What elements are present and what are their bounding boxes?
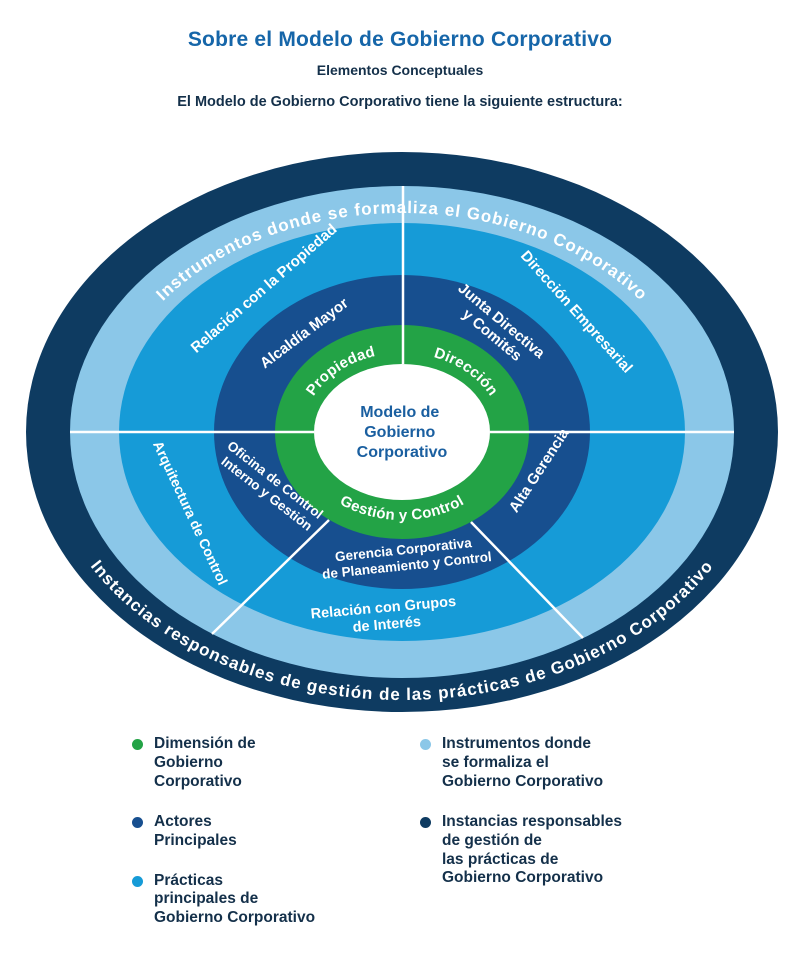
legend-label-actors: Actores Principales xyxy=(154,812,237,849)
center-model-label: Modelo de Gobierno Corporativo xyxy=(357,404,448,461)
legend-item-instruments: Instrumentos donde se formaliza el Gobie… xyxy=(420,735,622,792)
legend-item-practices: Prácticas principales de Gobierno Corpor… xyxy=(132,872,420,929)
legend-label-dimension: Dimensión de Gobierno Corporativo xyxy=(154,735,256,790)
legend-label-instances: Instancias responsables de gestión de la… xyxy=(442,812,623,887)
legend-label-instruments: Instrumentos donde se formaliza el Gobie… xyxy=(442,735,604,790)
rings-diagram-svg: Instrumentos donde se formaliza el Gobie… xyxy=(26,152,778,712)
divider-lower-right xyxy=(470,521,584,639)
intro-text: El Modelo de Gobierno Corporativo tiene … xyxy=(177,94,623,110)
legend: Dimensión de Gobierno Corporativo Actore… xyxy=(0,735,800,928)
page-header: Sobre el Modelo de Gobierno Corporativo … xyxy=(0,0,800,110)
bright-blue-dot-icon xyxy=(132,875,143,887)
dark-blue-dot-icon xyxy=(132,816,143,828)
legend-item-instances: Instancias responsables de gestión de la… xyxy=(420,813,622,889)
page-title: Sobre el Modelo de Gobierno Corporativo xyxy=(187,28,613,51)
legend-column-left: Dimensión de Gobierno Corporativo Actore… xyxy=(132,735,420,928)
legend-label-practices: Prácticas principales de Gobierno Corpor… xyxy=(154,871,316,927)
center-circle xyxy=(314,364,490,500)
legend-item-actors: Actores Principales xyxy=(132,813,420,851)
page-subtitle: Elementos Conceptuales xyxy=(316,62,484,78)
light-blue-dot-icon xyxy=(420,739,431,750)
divider-lower-left xyxy=(211,519,330,635)
legend-column-right: Instrumentos donde se formaliza el Gobie… xyxy=(420,735,622,928)
navy-dot-icon xyxy=(420,816,431,828)
legend-item-dimension: Dimensión de Gobierno Corporativo xyxy=(132,735,420,792)
green-dot-icon xyxy=(132,739,143,750)
governance-model-diagram: Instrumentos donde se formaliza el Gobie… xyxy=(0,140,800,725)
segment-dividers xyxy=(70,186,734,639)
